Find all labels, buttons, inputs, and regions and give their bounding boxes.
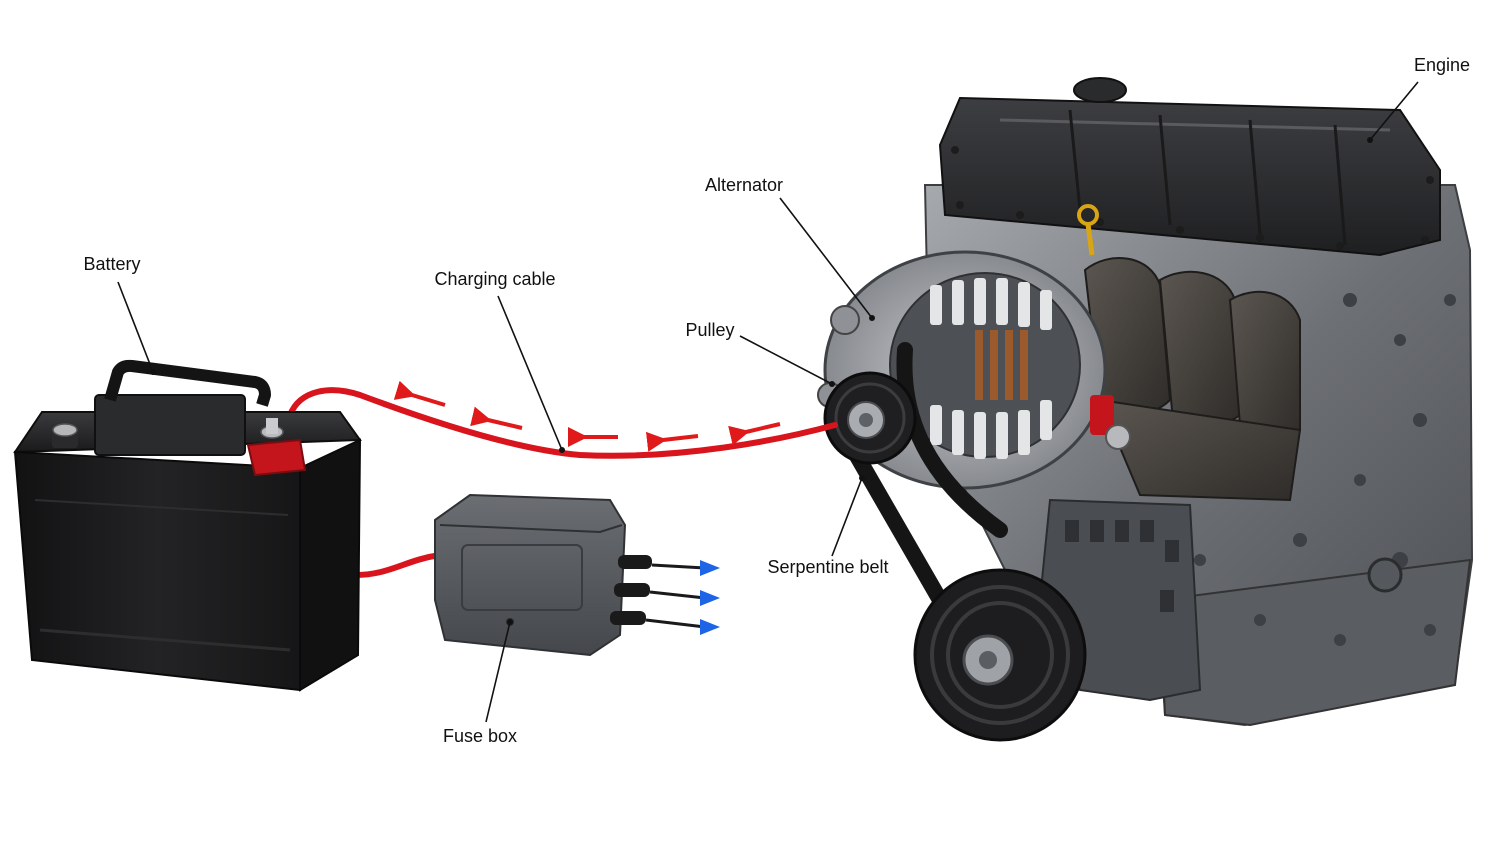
label-battery: Battery xyxy=(83,254,156,375)
car-battery-icon xyxy=(13,359,362,692)
arrow-left-icon xyxy=(645,431,699,452)
battery-label: Battery xyxy=(83,254,140,274)
arrow-right-icon xyxy=(645,618,720,635)
battery-handle xyxy=(104,359,271,407)
arrow-left-icon xyxy=(470,406,523,430)
charging-flow-arrows xyxy=(393,380,781,452)
arrow-right-icon xyxy=(649,590,720,606)
alternator-pulley xyxy=(823,371,917,465)
exhaust-manifold xyxy=(1083,257,1302,502)
label-engine: Engine xyxy=(1367,55,1470,143)
fuse-output-arrows xyxy=(645,560,720,635)
battery-negative-terminal xyxy=(52,423,78,448)
valve-cover xyxy=(938,96,1441,257)
crankshaft-pulley xyxy=(913,568,1087,742)
label-pulley: Pulley xyxy=(685,320,835,387)
engine-label: Engine xyxy=(1414,55,1470,75)
oil-filler-cap xyxy=(1073,77,1127,103)
label-serpentine-belt: Serpentine belt xyxy=(767,475,889,577)
fuse-box-icon xyxy=(434,493,652,657)
label-fuse-box: Fuse box xyxy=(443,619,517,746)
fuse-box-label: Fuse box xyxy=(443,726,517,746)
pulley-label: Pulley xyxy=(685,320,734,340)
label-charging-cable: Charging cable xyxy=(434,269,565,453)
arrow-right-icon xyxy=(651,560,720,576)
label-alternator: Alternator xyxy=(705,175,875,321)
charging-cable-label: Charging cable xyxy=(434,269,555,289)
alternator-output-terminal xyxy=(1090,395,1131,450)
arrow-left-icon xyxy=(393,380,446,407)
charging-cable xyxy=(287,387,838,459)
arrow-left-icon xyxy=(728,422,781,446)
serpentine-belt-label: Serpentine belt xyxy=(767,557,888,577)
alternator-label: Alternator xyxy=(705,175,783,195)
battery-positive-terminal xyxy=(246,418,307,477)
fuse-supply-cable xyxy=(352,552,443,578)
dipstick-handle-icon xyxy=(1077,204,1099,256)
